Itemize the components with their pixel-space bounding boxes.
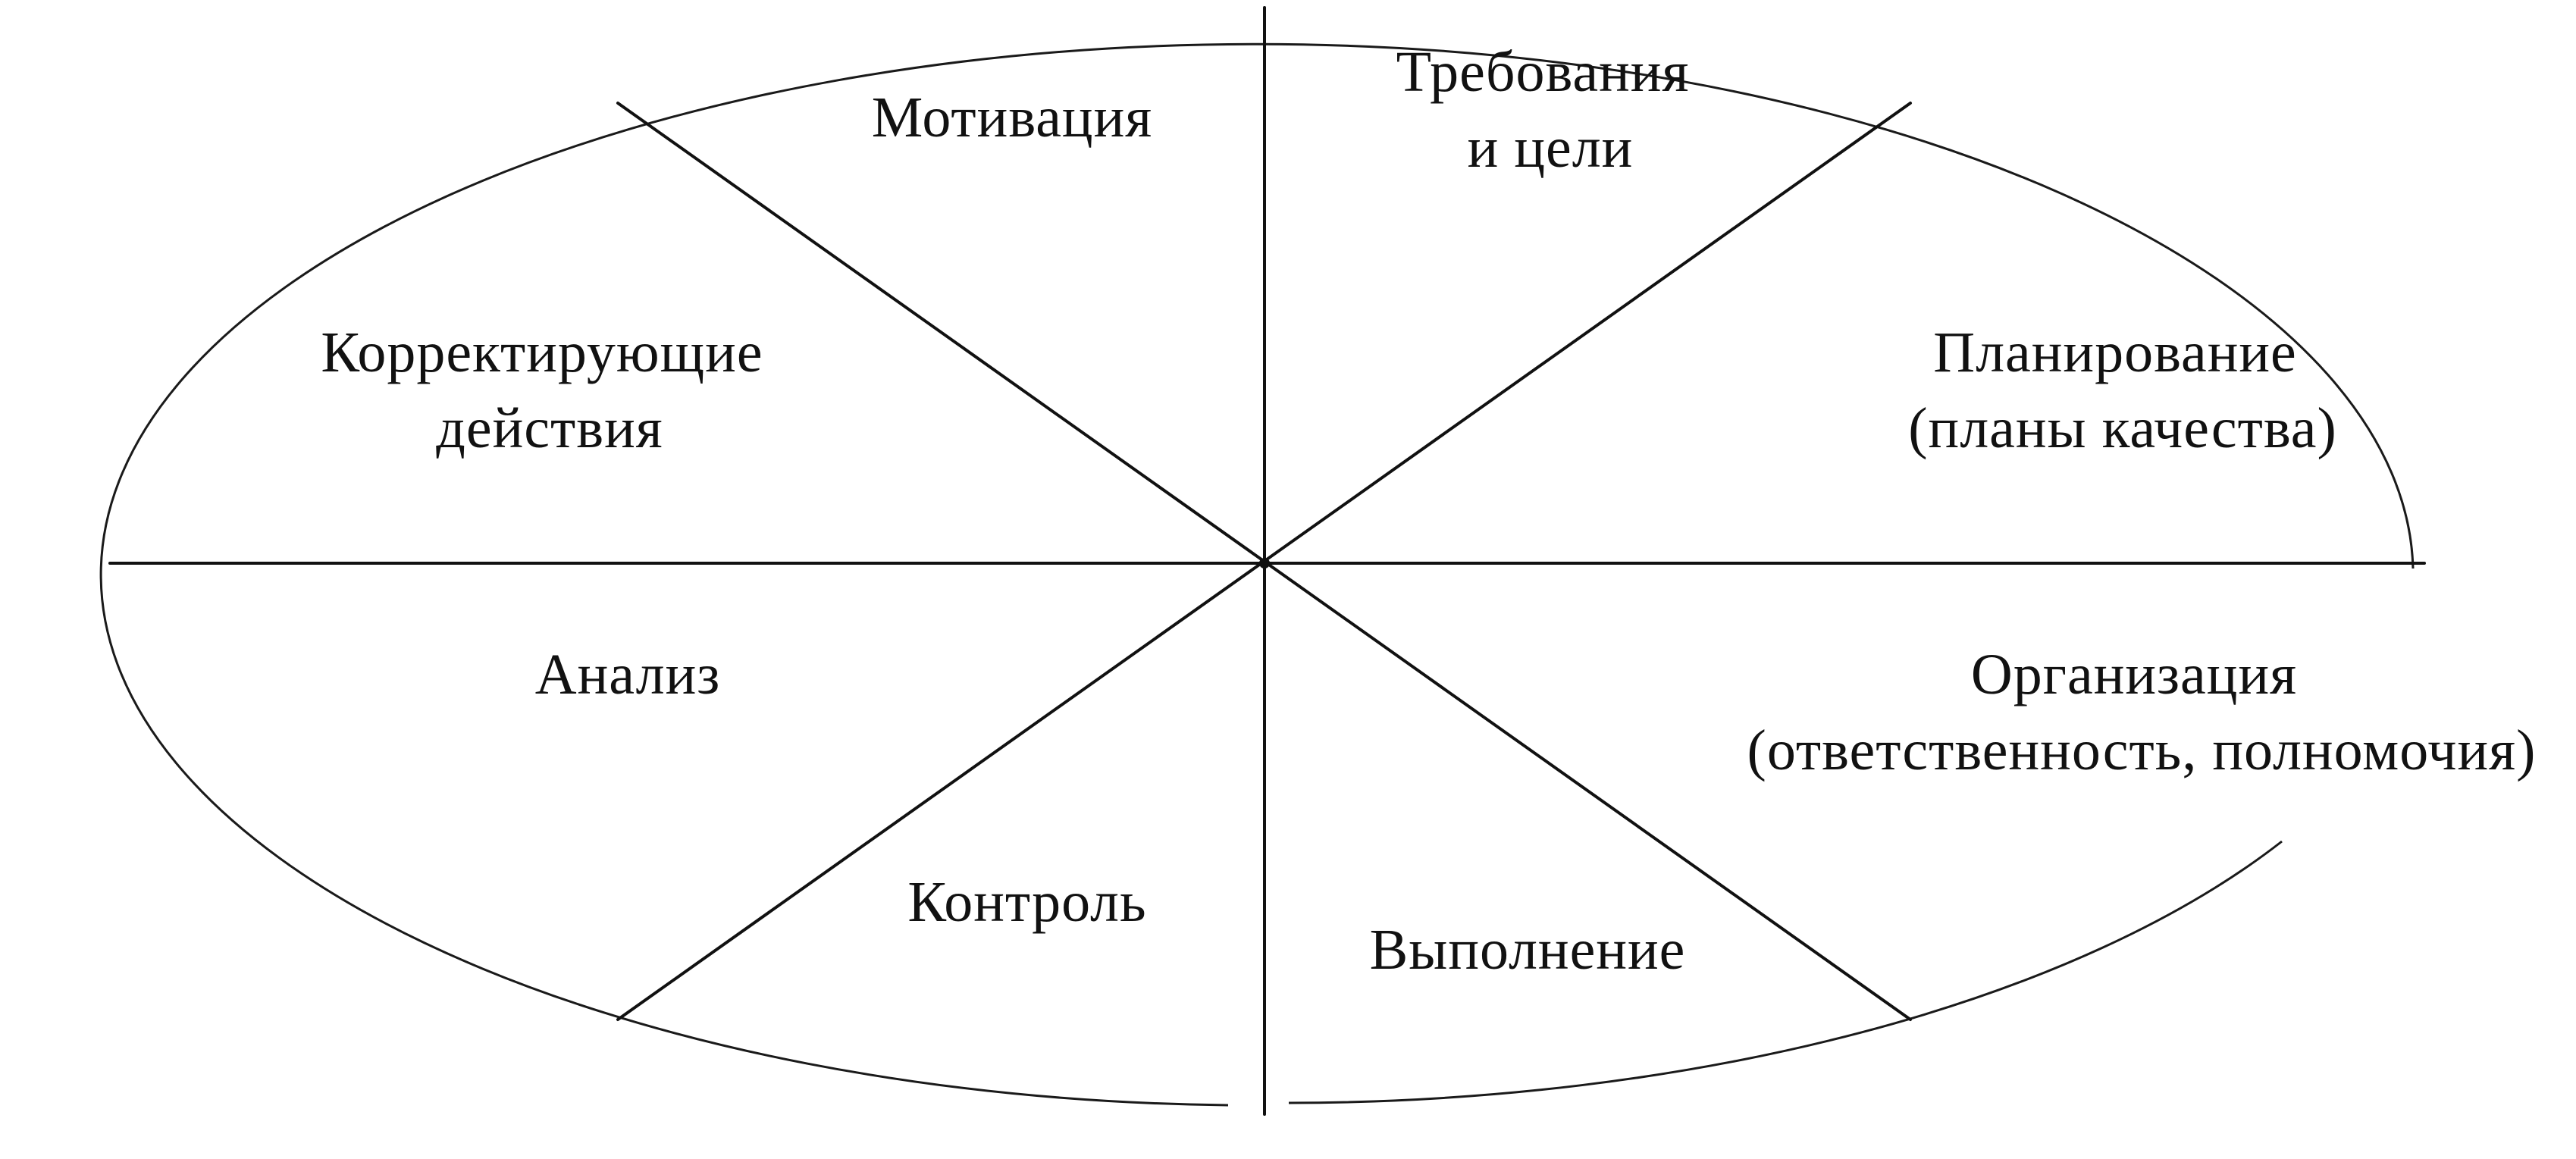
sector-label-requirements: Требования и цели	[1396, 40, 1705, 180]
sector-label-line: (ответственность, полномочия)	[1747, 719, 2537, 782]
sector-label-line: действия	[436, 396, 663, 460]
sector-label-line: Планирование	[1933, 321, 2297, 384]
sector-label-organization: Организация (ответственность, полномочия…	[1747, 643, 2537, 782]
sector-label-line: Организация	[1971, 643, 2297, 706]
sector-label-control: Контроль	[907, 870, 1146, 934]
sector-label-line: Мотивация	[872, 86, 1152, 149]
sector-label-analysis: Анализ	[535, 643, 721, 706]
sector-label-line: Требования	[1396, 40, 1690, 104]
sector-label-motivation: Мотивация	[872, 86, 1152, 149]
sector-label-corrective: Корректирующие действия	[321, 321, 778, 460]
sector-label-execution: Выполнение	[1370, 918, 1686, 982]
sector-label-line: Анализ	[535, 643, 721, 706]
sector-label-line: и цели	[1468, 116, 1634, 180]
sector-label-line: Корректирующие	[321, 321, 763, 384]
sector-label-line: (планы качества)	[1908, 396, 2337, 460]
sector-label-line: Контроль	[907, 870, 1146, 934]
sector-label-planning: Планирование (планы качества)	[1908, 321, 2337, 460]
sector-label-line: Выполнение	[1370, 918, 1686, 982]
center-point	[1259, 558, 1270, 569]
ellipse-outline-main	[99, 42, 2415, 1107]
